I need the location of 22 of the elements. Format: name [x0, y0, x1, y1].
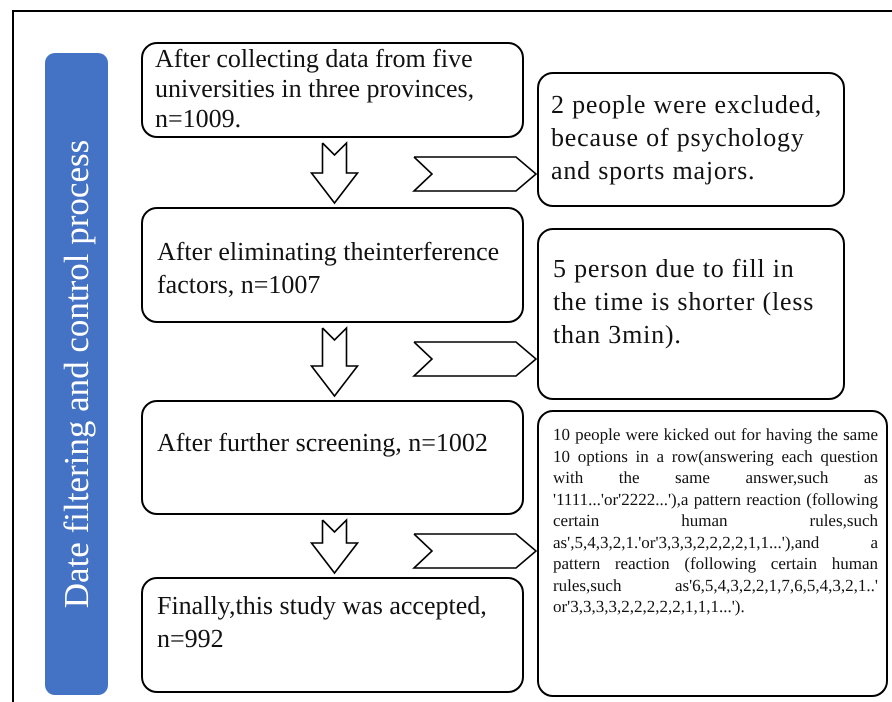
vertical-title: Date filtering and control process: [56, 140, 96, 608]
process-box: [141, 400, 524, 515]
block-arrow: [310, 141, 360, 204]
process-box: [141, 42, 524, 138]
chevron-arrow: [412, 156, 538, 192]
title-band: [45, 53, 108, 695]
process-box: [537, 410, 888, 697]
chevron-arrow: [412, 533, 538, 569]
box-text: After further screening, n=1002: [157, 427, 489, 459]
block-arrow: [310, 326, 360, 398]
block-arrow: [310, 518, 360, 574]
box-text: After collecting data from five universities in three provinces, n=1009.: [155, 44, 476, 134]
process-box: [537, 72, 845, 207]
box-text: 5 person due to fill in the time is shorter (less than 3min).: [553, 253, 816, 351]
process-box: [537, 228, 845, 400]
box-text: Finally,this study was accepted, n=992: [157, 590, 488, 655]
process-box: [141, 577, 524, 693]
process-box: [141, 207, 524, 323]
box-text: 2 people were excluded, because of psychology and sports majors.: [551, 89, 824, 187]
box-text: After eliminating theinterference factors, n=1007: [157, 236, 500, 301]
chevron-arrow: [412, 341, 538, 377]
box-text: 10 people were kicked out for having the same 10 options in a row(answering each question with the same answer,such as '1111...'or'2222...'),a pattern reaction (following certain human rules,such as',5,4,3,2,1.'or'3,3,3,2,2,2,2,1,1...'),and a pattern reaction (following certain human rules,such as'6,5,4,3,2,2,1,7,6,5,4,3,2,1..' or'3,3,3,3,2,2,2,2,2,1,1,1...').: [553, 424, 878, 618]
